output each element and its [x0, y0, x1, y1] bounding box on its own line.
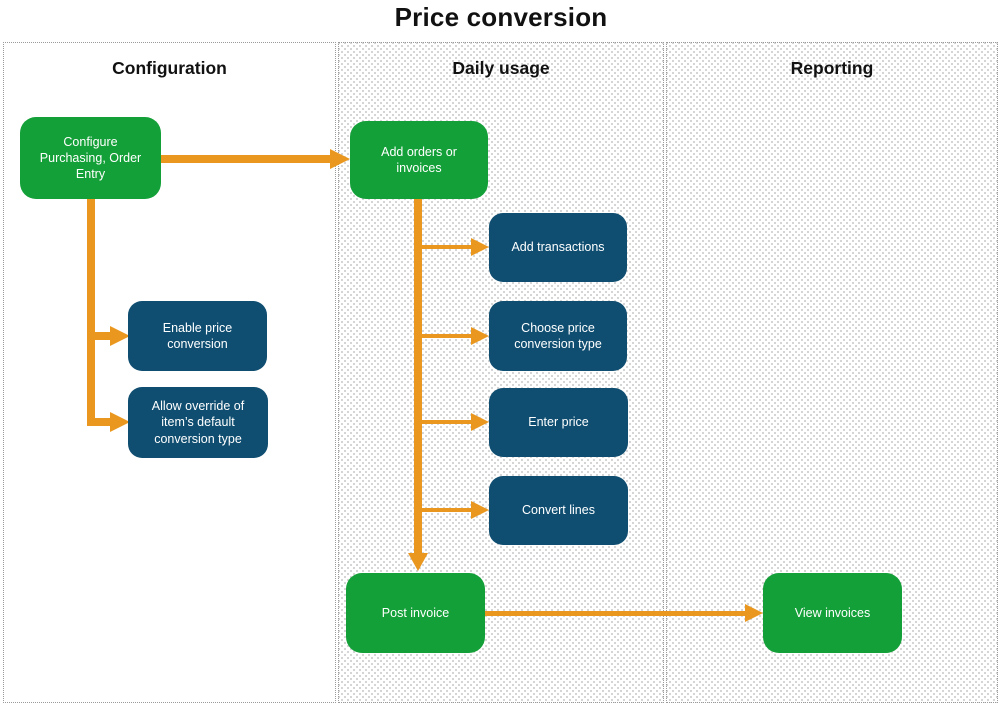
arrow-post-invoice-to-view-invoices-head — [745, 604, 763, 622]
node-enter-price-label: Enter price — [528, 415, 589, 430]
node-choose-price-conversion-type: Choose price conversion type — [489, 301, 627, 371]
node-allow-override-label: Allow override of item’s default convers… — [151, 399, 245, 446]
node-add-orders-or-invoices: Add orders or invoices — [350, 121, 488, 199]
arrow-configure-trunk-line — [87, 198, 95, 426]
arrow-to-add-transactions-line — [414, 245, 471, 249]
arrow-to-enter-price-line — [414, 420, 471, 424]
arrow-configure-to-add-orders-head — [330, 149, 350, 169]
lane-reporting: Reporting — [666, 42, 998, 703]
node-configure-purchasing-label: Configure Purchasing, Order Entry — [39, 134, 142, 182]
arrow-to-enable-price-head — [110, 326, 130, 346]
node-choose-price-conversion-type-label: Choose price conversion type — [514, 320, 602, 351]
node-enter-price: Enter price — [489, 388, 628, 457]
arrow-to-allow-override-head — [110, 412, 130, 432]
arrow-to-enter-price-head — [471, 413, 489, 431]
node-post-invoice: Post invoice — [346, 573, 485, 653]
node-convert-lines-label: Convert lines — [522, 503, 595, 518]
lane-reporting-header: Reporting — [790, 58, 874, 78]
node-configure-purchasing: Configure Purchasing, Order Entry — [20, 117, 161, 199]
arrow-to-post-invoice-head — [408, 553, 428, 571]
arrow-post-invoice-to-view-invoices-line — [485, 611, 745, 616]
arrow-to-enable-price-line — [87, 332, 110, 340]
node-enable-price-conversion-label: Enable price conversion — [162, 320, 233, 351]
node-add-orders-or-invoices-label: Add orders or invoices — [381, 144, 457, 175]
arrow-to-convert-lines-line — [414, 508, 471, 512]
node-view-invoices-label: View invoices — [794, 605, 871, 620]
arrow-add-orders-trunk-line — [414, 199, 422, 553]
node-allow-override: Allow override of item’s default convers… — [128, 387, 268, 458]
arrow-to-choose-type-line — [414, 334, 471, 338]
node-convert-lines: Convert lines — [489, 476, 628, 545]
node-post-invoice-label: Post invoice — [381, 605, 450, 620]
arrow-to-allow-override-line — [87, 418, 110, 426]
node-add-transactions: Add transactions — [489, 213, 627, 282]
arrow-to-convert-lines-head — [471, 501, 489, 519]
node-enable-price-conversion: Enable price conversion — [128, 301, 267, 371]
arrow-configure-to-add-orders-line — [161, 155, 330, 163]
arrow-to-choose-type-head — [471, 327, 489, 345]
diagram-title: Price conversion — [394, 2, 608, 32]
arrow-to-add-transactions-head — [471, 238, 489, 256]
lane-configuration-header: Configuration — [112, 58, 227, 78]
lane-daily-usage-header: Daily usage — [452, 58, 550, 78]
node-view-invoices: View invoices — [763, 573, 902, 653]
node-add-transactions-label: Add transactions — [511, 240, 605, 255]
